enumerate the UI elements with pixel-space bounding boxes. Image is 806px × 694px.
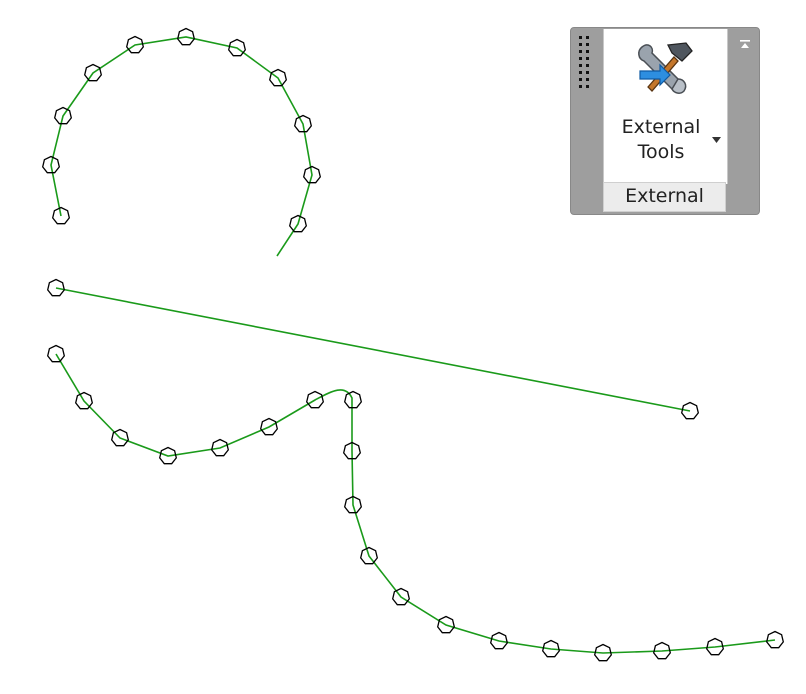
external-tools-panel: External Tools External: [570, 27, 760, 215]
node-marker[interactable]: [680, 401, 700, 420]
node-marker[interactable]: [288, 214, 308, 233]
node-marker[interactable]: [46, 344, 66, 363]
node-marker[interactable]: [46, 278, 66, 297]
node-marker[interactable]: [227, 38, 247, 57]
collapse-panel-icon[interactable]: [739, 40, 751, 50]
node-marker[interactable]: [158, 446, 178, 465]
external-tools-label-line1: External: [621, 116, 701, 138]
node-marker[interactable]: [359, 546, 379, 565]
node-marker[interactable]: [210, 438, 230, 457]
external-tools-label: External Tools: [610, 115, 712, 165]
external-tools-label-line2: Tools: [637, 141, 685, 163]
node-marker[interactable]: [268, 68, 288, 87]
polyline-wave[interactable]: [55, 353, 776, 654]
node-marker[interactable]: [125, 35, 145, 54]
panel-body: External Tools: [603, 29, 728, 184]
node-marker[interactable]: [53, 106, 73, 125]
node-marker[interactable]: [343, 390, 363, 409]
node-marker[interactable]: [176, 27, 196, 46]
node-markers: [41, 27, 785, 662]
node-marker[interactable]: [652, 641, 672, 660]
external-tools-button[interactable]: External Tools: [604, 29, 727, 184]
chevron-down-icon[interactable]: [712, 137, 721, 143]
node-marker[interactable]: [705, 637, 725, 656]
node-marker[interactable]: [391, 587, 411, 606]
node-marker[interactable]: [41, 155, 61, 174]
node-marker[interactable]: [489, 631, 509, 650]
node-marker[interactable]: [765, 630, 785, 649]
panel-title-bar: External: [603, 182, 726, 212]
node-marker[interactable]: [541, 639, 561, 658]
polyline-arc[interactable]: [50, 36, 313, 257]
node-marker[interactable]: [593, 643, 613, 662]
wrench-hammer-arrow-icon: [638, 42, 693, 94]
panel-grip-handle[interactable]: [577, 34, 595, 88]
node-marker[interactable]: [51, 206, 71, 225]
polyline-straight[interactable]: [55, 287, 691, 412]
node-marker[interactable]: [436, 615, 456, 634]
node-marker[interactable]: [305, 390, 325, 409]
node-marker[interactable]: [110, 428, 130, 447]
node-marker[interactable]: [302, 165, 322, 184]
node-marker[interactable]: [342, 441, 362, 460]
node-marker[interactable]: [343, 495, 363, 514]
node-marker[interactable]: [83, 63, 103, 82]
node-marker[interactable]: [74, 391, 94, 410]
node-marker[interactable]: [293, 114, 313, 133]
node-marker[interactable]: [259, 417, 279, 436]
